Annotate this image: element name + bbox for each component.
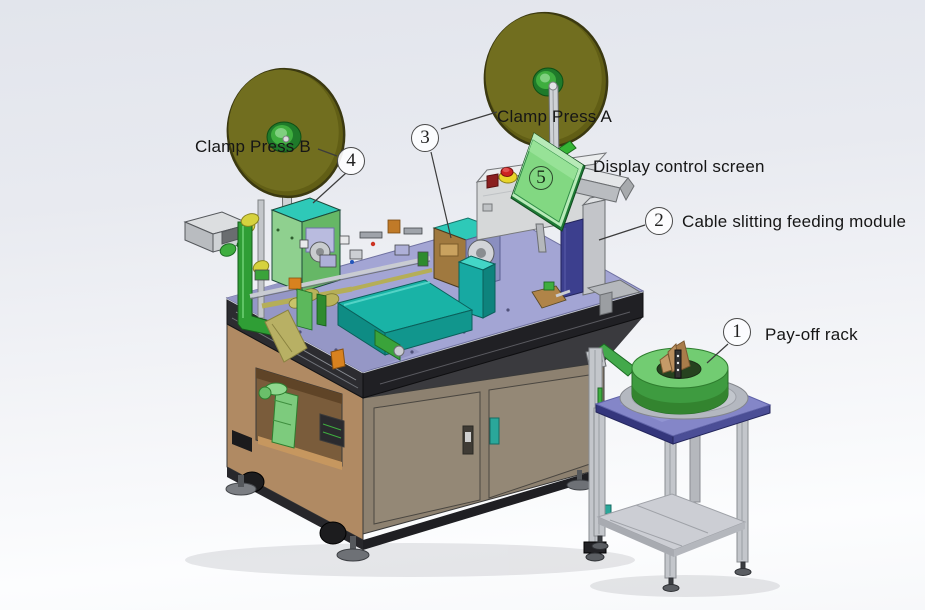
ground-shadows bbox=[185, 543, 780, 597]
clamp-press-a-reel bbox=[483, 11, 609, 165]
callout-badge-5: 5 bbox=[529, 166, 553, 190]
air-filter-unit bbox=[258, 382, 299, 449]
cabinet-doors bbox=[373, 373, 597, 525]
label-pay-off-rack: Pay-off rack bbox=[765, 325, 858, 344]
cable-coil bbox=[631, 340, 729, 415]
machine-cabinet bbox=[225, 317, 643, 562]
emergency-stop-button bbox=[486, 167, 518, 189]
callout-badge-4: 4 bbox=[337, 147, 365, 175]
label-display-control-screen: Display control screen bbox=[593, 157, 765, 176]
stand-feet bbox=[591, 535, 752, 592]
clamp-press-b-reel bbox=[226, 67, 346, 245]
casters-and-feet bbox=[225, 470, 594, 562]
outfeed-chute bbox=[183, 211, 256, 257]
label-clamp-press-b: Clamp Press B bbox=[195, 137, 311, 156]
label-clamp-press-a: Clamp Press A bbox=[497, 107, 613, 126]
door-handle-right bbox=[489, 417, 500, 445]
label-cable-slitting-feeding-module: Cable slitting feeding module bbox=[682, 212, 907, 231]
clamp-press-b-unit bbox=[270, 197, 342, 293]
cabinet-vent bbox=[232, 430, 252, 452]
leader-2-to-part bbox=[598, 224, 646, 241]
leader-4-to-part bbox=[312, 172, 347, 204]
leader-3-to-part bbox=[430, 151, 452, 239]
module-blue-panel bbox=[560, 218, 584, 299]
discharge-guide bbox=[264, 309, 346, 370]
pay-off-rack bbox=[583, 340, 772, 592]
cabinet-side-window bbox=[319, 413, 345, 448]
leader-4-to-label bbox=[317, 148, 338, 157]
callout-badge-1: 1 bbox=[723, 318, 751, 346]
center-teal-column bbox=[457, 255, 497, 319]
wire-exit-fixture bbox=[531, 281, 571, 309]
collection-tray-module bbox=[336, 279, 474, 361]
feed-line-mechanisms bbox=[249, 219, 433, 331]
display-mount-arm bbox=[572, 167, 635, 203]
callout-badge-2: 2 bbox=[645, 207, 673, 235]
callout-badge-3: 3 bbox=[411, 124, 439, 152]
leader-1-to-part bbox=[706, 343, 729, 364]
callout-leader-lines bbox=[312, 111, 729, 364]
stand-shelf bbox=[596, 493, 747, 557]
cable-end bbox=[659, 340, 691, 379]
leader-3-to-label bbox=[440, 111, 498, 130]
